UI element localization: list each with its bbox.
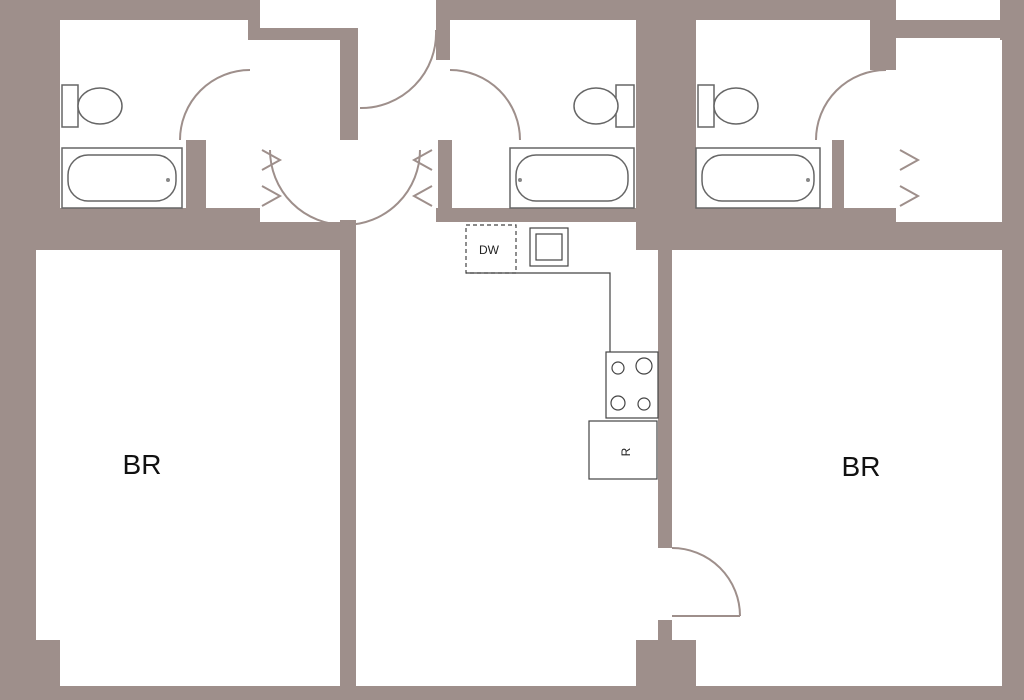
column-bottom (636, 640, 696, 700)
wall-bath3-right (870, 0, 896, 70)
wall-bedroom1-right (340, 220, 356, 700)
door-entry-swing (359, 29, 438, 110)
bathroom-fixtures (61, 84, 821, 209)
kitchen (465, 224, 659, 480)
stove-burner (610, 395, 626, 411)
bathtub-1-basin (67, 154, 177, 202)
door-bath2-swing (449, 69, 521, 141)
wall-bath2-left (436, 0, 450, 60)
dishwasher-label: DW (479, 243, 500, 257)
kitchen-sink-basin (535, 233, 563, 261)
closet2-wall (438, 140, 452, 220)
wall-top-right (896, 20, 1006, 38)
room-label-bedroom-left: BR (123, 449, 162, 480)
wall-bath1-right-stub (248, 0, 260, 40)
closet3-wall (832, 140, 844, 220)
stove-burner (635, 357, 653, 375)
wall-bedroom2-left (658, 250, 672, 548)
wall-left-upper (0, 0, 60, 250)
wall-right (1002, 20, 1024, 700)
doors (179, 29, 887, 617)
wall-bedroom2-top (672, 222, 1002, 250)
wall-bath1-top (60, 0, 258, 20)
refrigerator (588, 420, 658, 480)
wall-bedroom1-top (36, 222, 340, 250)
wall-hall-divider (340, 28, 358, 140)
bathtub-3-basin (701, 154, 815, 202)
toilet-1-tank (61, 84, 79, 128)
door-bedroom2-swing (671, 547, 741, 617)
wall-bath1-bottom (60, 208, 260, 222)
toilet-1-bowl (77, 87, 123, 125)
toilet-3-bowl (713, 87, 759, 125)
stove-burner (611, 361, 625, 375)
closet1-wall (186, 140, 206, 220)
refrigerator-label: R (619, 447, 633, 456)
wall-bath3-bottom (696, 208, 896, 222)
tub-drains (166, 178, 810, 182)
stove (605, 351, 659, 419)
column-center (636, 0, 696, 250)
room-label-bedroom-right: BR (842, 451, 881, 482)
door-bath3-swing (815, 69, 887, 141)
wall-bath2-bottom (436, 208, 636, 222)
kitchen-counter (466, 272, 611, 352)
stove-burner (637, 397, 651, 411)
wall-hall-top (260, 28, 350, 40)
bathtub-2-basin (515, 154, 629, 202)
door-bath1-swing (179, 69, 251, 141)
closet-doors (261, 149, 921, 207)
toilet-2-bowl (573, 87, 619, 125)
kitchen-sink (529, 227, 569, 267)
wall-left-lower (0, 250, 36, 700)
door-double-swing (269, 149, 421, 226)
toilet-3-tank (697, 84, 715, 128)
wall-bottom (0, 686, 1024, 700)
